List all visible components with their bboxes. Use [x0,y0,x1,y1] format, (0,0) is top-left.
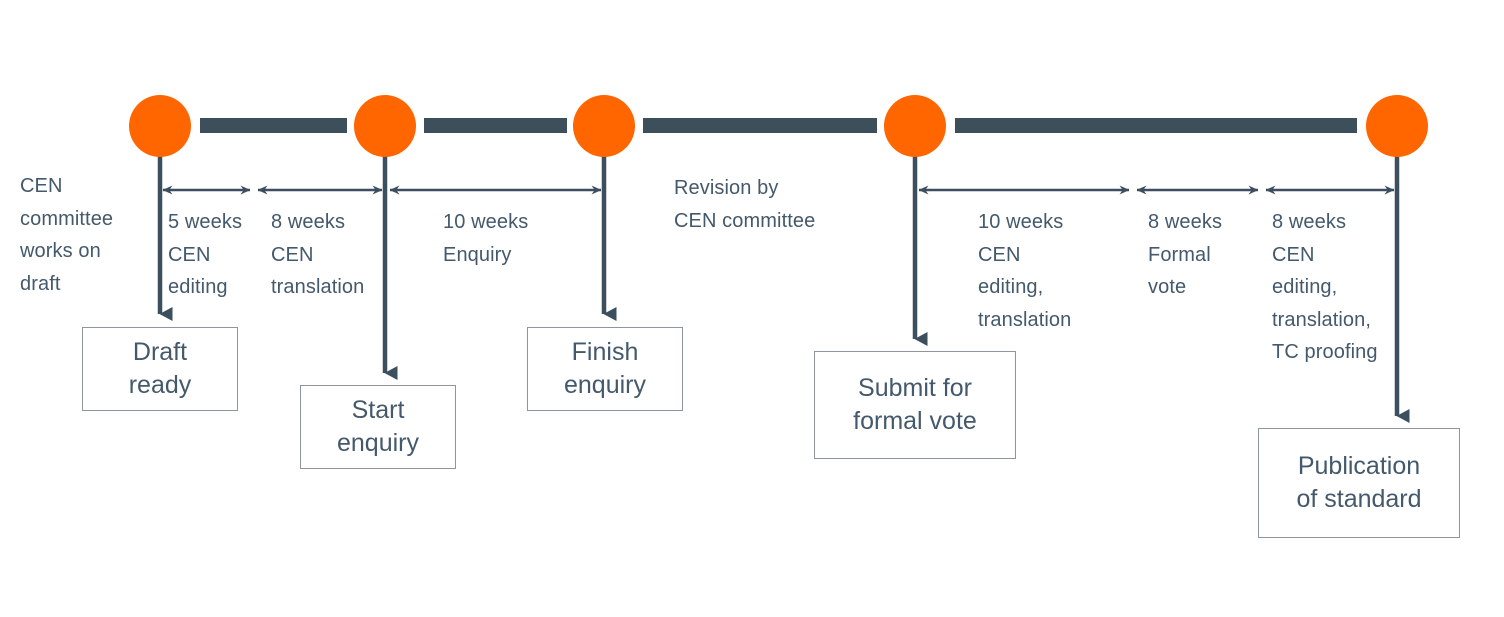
milestone-circle-4 [884,95,946,157]
connector-bar-4 [955,118,1357,133]
connector-bar-3 [643,118,877,133]
event-box-submit-for-formal-vote[interactable]: Submit for formal vote [814,351,1016,459]
drop-lines [157,150,1410,423]
phase-label-8-weeks-formal-vote: 8 weeks Formal vote [1148,211,1223,298]
event-box-draft-ready[interactable]: Draft ready [82,327,238,411]
event-box-start-enquiry[interactable]: Start enquiry [300,385,456,469]
phase-label-5-weeks-cen-editing: 5 weeks CEN editing [168,211,243,298]
milestone-circle-5 [1366,95,1428,157]
phase-label-8-weeks-cen-editing-translation-tc-proofing: 8 weeks CEN editing, translation, TC pro… [1272,211,1378,363]
connector-bar-2 [424,118,567,133]
milestone-circle-3 [573,95,635,157]
phase-label-8-weeks-cen-translation: 8 weeks CEN translation [271,211,365,298]
phase-label-10-weeks-cen-editing-translation: 10 weeks CEN editing, translation [978,211,1072,331]
phase-label-revision-by-cen-committee: Revision by CEN committee [674,177,816,232]
phase-label-10-weeks-enquiry: 10 weeks Enquiry [443,211,529,266]
event-box-finish-enquiry[interactable]: Finish enquiry [527,327,683,411]
phase-label-cen-committee-draft: CEN committee works on draft [20,175,114,295]
connector-bar-1 [200,118,347,133]
milestone-circle-2 [354,95,416,157]
connector-bars [200,118,1357,133]
event-box-publication-of-standard[interactable]: Publication of standard [1258,428,1460,538]
milestone-circle-1 [129,95,191,157]
